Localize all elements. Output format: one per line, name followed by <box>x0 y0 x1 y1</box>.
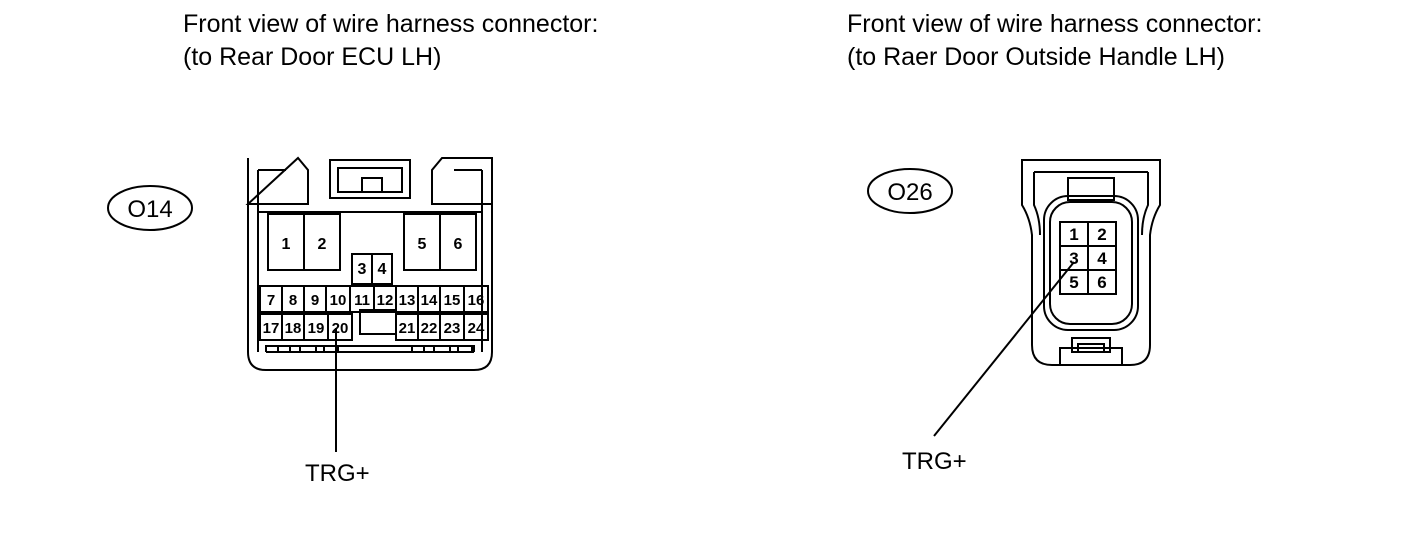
o26-pin-label: 5 <box>1069 273 1078 292</box>
o14-code-oval <box>107 185 193 231</box>
o14-pin-label: 19 <box>308 320 325 337</box>
o14-pin-label: 10 <box>330 292 347 309</box>
o26-pin-label: 6 <box>1097 273 1106 292</box>
o14-code-label: O14 <box>127 196 172 223</box>
right-connector-title: Front view of wire harness connector: (t… <box>847 8 1262 74</box>
o26-pin-label: 2 <box>1097 225 1106 244</box>
o14-pin-label: 2 <box>318 236 327 253</box>
o26-code-oval <box>867 168 953 214</box>
o26-pin-label: 4 <box>1097 249 1107 268</box>
o14-pin-label: 9 <box>311 292 319 309</box>
o14-pin-label: 6 <box>454 236 463 253</box>
o26-leader-line <box>933 261 1075 437</box>
o14-pin-label: 23 <box>444 320 461 337</box>
o26-callout-label: TRG+ <box>902 448 967 475</box>
o26-pin-label: 1 <box>1069 225 1078 244</box>
o14-pin-label: 22 <box>421 320 438 337</box>
o14-pin-label: 24 <box>468 320 485 337</box>
left-title-line1: Front view of wire harness connector: <box>183 10 599 38</box>
o14-pin-label: 20 <box>332 320 349 337</box>
o14-pin-label: 21 <box>399 320 416 337</box>
o14-callout-label: TRG+ <box>305 460 370 487</box>
o14-pin-label: 18 <box>285 320 302 337</box>
o26-connector-body <box>1021 159 1161 366</box>
o26-code-label: O26 <box>887 179 932 206</box>
o26-pin-label: 3 <box>1069 249 1078 268</box>
o14-pin-label: 8 <box>289 292 297 309</box>
o14-pin-label: 1 <box>282 236 291 253</box>
o14-pin-label: 5 <box>418 236 427 253</box>
left-connector-title: Front view of wire harness connector: (t… <box>183 8 598 74</box>
o14-pin-label: 3 <box>358 261 367 278</box>
right-title-line2: (to Raer Door Outside Handle LH) <box>847 43 1225 71</box>
o14-pin-label: 4 <box>378 261 387 278</box>
o14-pin-label: 15 <box>444 292 461 309</box>
left-title-line2: (to Rear Door ECU LH) <box>183 43 442 71</box>
o14-pin-label: 12 <box>377 292 394 309</box>
o14-connector-body <box>245 156 493 371</box>
o14-pin-label: 16 <box>468 292 485 309</box>
o14-pin-label: 7 <box>267 292 275 309</box>
right-title-line1: Front view of wire harness connector: <box>847 10 1263 38</box>
o14-pin-label: 14 <box>421 292 438 309</box>
o14-pin-label: 13 <box>399 292 416 309</box>
o14-pin-label: 11 <box>354 292 370 309</box>
o14-pin-label: 17 <box>263 320 280 337</box>
